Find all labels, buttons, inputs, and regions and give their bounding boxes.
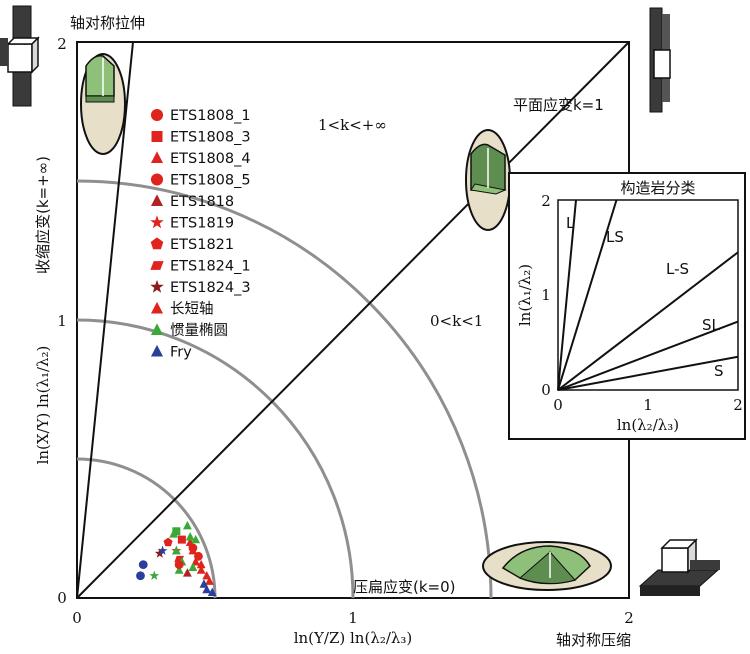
legend-marker bbox=[150, 108, 164, 122]
inset-boundary-lines bbox=[557, 199, 739, 391]
data-point bbox=[191, 557, 201, 566]
legend-marker bbox=[150, 215, 164, 229]
y-tick-1: 1 bbox=[57, 312, 67, 330]
data-point bbox=[199, 579, 209, 588]
data-point bbox=[174, 565, 184, 574]
axial-compression-label: 轴对称压缩 bbox=[556, 631, 631, 649]
legend-label: 长短轴 bbox=[170, 301, 214, 318]
prolate-ellipsoid-icon bbox=[80, 53, 126, 155]
legend-marker bbox=[150, 279, 164, 293]
data-point bbox=[154, 548, 165, 558]
data-points bbox=[136, 520, 217, 597]
plane-strain-label: 平面应变k=1 bbox=[513, 96, 604, 114]
data-point bbox=[172, 527, 181, 536]
k-inf-line bbox=[76, 41, 134, 599]
data-point bbox=[171, 545, 181, 555]
legend-marker bbox=[150, 323, 164, 335]
legend-label: ETS1808_5 bbox=[170, 173, 251, 189]
x-axis-label: ln(Y/Z) ln(λ₂/λ₃) bbox=[294, 629, 413, 647]
legend-marker bbox=[150, 173, 164, 186]
data-point bbox=[188, 562, 198, 572]
plane-strain-ellipsoid-icon bbox=[465, 129, 511, 231]
legend-label: ETS1808_1 bbox=[170, 108, 251, 124]
extension-block-icon bbox=[0, 5, 40, 107]
legend-marker bbox=[150, 237, 164, 250]
x-tick-0: 0 bbox=[72, 609, 82, 627]
inset-y-tick-1: 1 bbox=[541, 286, 551, 304]
data-point bbox=[196, 559, 206, 569]
x-tick-2: 2 bbox=[624, 609, 634, 627]
legend-marker bbox=[151, 131, 163, 142]
data-point bbox=[207, 587, 217, 597]
data-point bbox=[174, 560, 184, 570]
region-upper-label: 1<k<+∞ bbox=[318, 116, 387, 134]
legend-label: ETS1819 bbox=[170, 216, 234, 232]
data-point bbox=[185, 537, 195, 546]
inset-title: 构造岩分类 bbox=[620, 179, 695, 197]
x-tick-1: 1 bbox=[348, 609, 358, 627]
axial-extension-label: 轴对称拉伸 bbox=[70, 14, 145, 32]
data-point bbox=[202, 570, 212, 580]
data-point bbox=[191, 534, 201, 544]
inset-border bbox=[508, 172, 746, 440]
inset-x-tick-0: 0 bbox=[553, 396, 563, 414]
legend-marker bbox=[150, 151, 164, 163]
legend-marker bbox=[150, 194, 164, 206]
legend-label: ETS1824_3 bbox=[170, 280, 251, 296]
legend-label: ETS1818 bbox=[170, 194, 234, 210]
inset-x-label: ln(λ₂/λ₃) bbox=[617, 416, 679, 434]
region-lower-label: 0<k<1 bbox=[430, 312, 483, 330]
oblate-ellipsoid-icon bbox=[482, 541, 612, 591]
data-point bbox=[183, 568, 192, 577]
inset-classification: 构造岩分类 0 1 2 0 1 2 ln(λ₂/λ₃) ln(λ₁/λ₂) L … bbox=[508, 172, 746, 440]
data-point bbox=[202, 584, 212, 594]
legend-marker bbox=[150, 344, 164, 357]
inset-region-LS: LS bbox=[606, 228, 624, 246]
legend-label: ETS1808_3 bbox=[170, 130, 251, 146]
inset-region-L-S: L-S bbox=[666, 260, 689, 278]
inset-region-SL: SL bbox=[702, 316, 721, 334]
inset-region-S: S bbox=[714, 362, 724, 380]
data-point bbox=[183, 520, 192, 530]
y-tick-0: 0 bbox=[57, 589, 67, 607]
legend-label: ETS1808_4 bbox=[170, 151, 251, 167]
data-point bbox=[149, 570, 160, 580]
data-point bbox=[177, 535, 186, 544]
constriction-strain-label: 收缩应变(k=+∞) bbox=[34, 156, 52, 274]
data-point bbox=[138, 560, 148, 570]
inset-frame bbox=[557, 199, 739, 391]
inset-boundary-line bbox=[557, 199, 577, 391]
plane-strain-block-icon bbox=[649, 7, 671, 113]
data-point bbox=[205, 576, 214, 585]
inset-boundary-line bbox=[557, 199, 618, 391]
y-tick-2: 2 bbox=[57, 35, 67, 53]
data-point bbox=[185, 532, 195, 541]
legend: ETS1808_1ETS1808_3ETS1808_4ETS1808_5ETS1… bbox=[150, 108, 251, 361]
data-point bbox=[136, 571, 145, 581]
data-point bbox=[157, 545, 168, 555]
inset-y-label: ln(λ₁/λ₂) bbox=[516, 264, 534, 326]
inset-x-tick-1: 1 bbox=[643, 396, 653, 414]
inset-boundary-line bbox=[557, 355, 739, 391]
k1-line bbox=[76, 41, 630, 599]
inset-region-L: L bbox=[566, 214, 575, 232]
inset-boundary-line bbox=[557, 251, 739, 391]
legend-marker bbox=[150, 301, 164, 314]
inset-y-tick-0: 0 bbox=[541, 381, 551, 399]
inset-boundary-line bbox=[557, 320, 739, 391]
data-point bbox=[163, 537, 173, 547]
data-point bbox=[196, 565, 206, 574]
legend-label: ETS1821 bbox=[170, 237, 234, 253]
inset-x-tick-2: 2 bbox=[733, 396, 743, 414]
legend-label: 惯量椭圆 bbox=[170, 322, 228, 339]
flattening-strain-label: 压扁应变(k=0) bbox=[353, 578, 456, 596]
legend-label: Fry bbox=[170, 345, 192, 361]
y-axis-label: ln(X/Y) ln(λ₁/λ₂) bbox=[34, 346, 52, 465]
compression-block-icon bbox=[638, 538, 720, 596]
legend-marker bbox=[150, 261, 164, 270]
legend-label: ETS1824_1 bbox=[170, 259, 251, 275]
data-point bbox=[188, 545, 198, 555]
inset-y-tick-2: 2 bbox=[541, 192, 551, 210]
